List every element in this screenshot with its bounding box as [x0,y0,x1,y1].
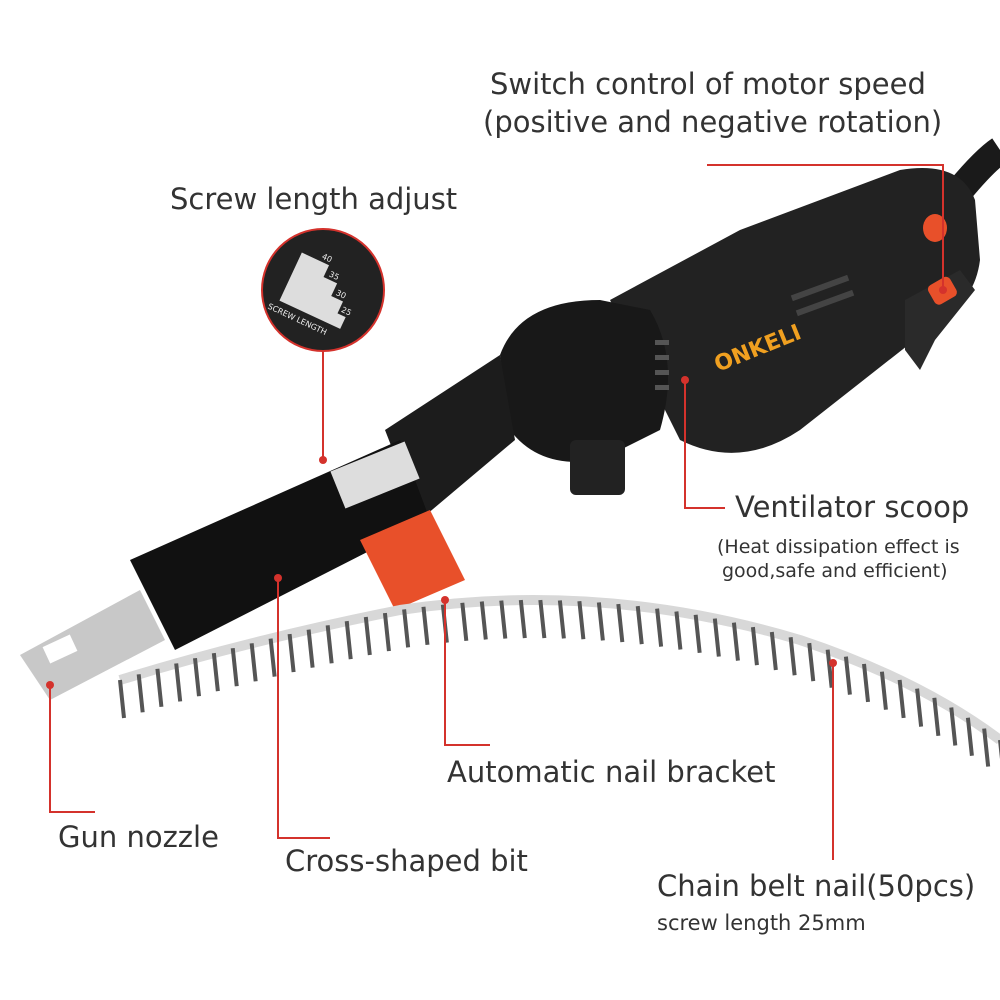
gun-nozzle [20,590,165,700]
speed-switch [923,214,947,242]
chain-belt [118,595,1000,745]
screw [862,663,870,703]
screw [769,631,778,671]
gauge-mark-30: 30 [334,288,347,300]
switch-label-line1: Switch control of motor speed [490,67,926,101]
screw [460,602,469,642]
nozzle-callout-line [49,685,95,813]
ventilator-label: Ventilator scoop [735,490,970,524]
screw [750,626,759,666]
screw [897,679,906,719]
screw [915,688,924,727]
screw [965,717,974,756]
screw [557,600,566,639]
screw-gauge-shape [279,252,346,329]
screw [825,649,834,688]
screw [155,668,164,708]
screw [287,633,296,673]
ventilator-note-line2: good,safe and efficient) [722,560,948,582]
screw [249,643,258,682]
screw [949,707,958,746]
ventilator-note-line1: (Heat dissipation effect is [717,536,960,558]
nozzle-label: Gun nozzle [58,820,219,854]
screw [712,618,721,657]
screw [655,608,664,647]
bit-callout-line [277,578,330,839]
gauge-mark-40: 40 [320,252,333,264]
clamp [570,440,625,495]
screw [538,599,547,639]
screw [344,620,353,660]
nail-bracket-body [360,510,465,610]
screw [325,625,334,664]
screw [635,605,644,645]
screw [879,671,888,710]
screw [230,647,239,687]
callout-dots [46,286,947,689]
bracket-callout-line [444,600,490,746]
warning-label [330,441,420,509]
screw [731,622,740,661]
screw [421,606,430,646]
callout-lines [49,164,944,860]
screw [674,611,683,650]
screw [693,614,702,654]
screw [402,609,411,648]
screw [807,642,816,682]
switch-callout-line [707,164,944,290]
screw [382,612,391,652]
screws [118,599,1000,767]
motor-body [610,168,980,453]
screw [118,679,126,719]
screw [788,637,797,676]
screw [193,658,201,697]
bracket-label: Automatic nail bracket [447,755,776,789]
switch-label-line2: (positive and negative rotation) [483,105,943,139]
screw-length-label: Screw length adjust [170,182,458,216]
screw [616,603,625,643]
screw [982,728,991,767]
screw [577,600,586,640]
chain-label: Chain belt nail(50pcs) [657,869,976,903]
screw [518,599,527,639]
screw [479,601,488,640]
screw [174,663,183,702]
screw [136,674,145,713]
screw [499,600,508,639]
screw [211,652,220,692]
gauge-mark-25: 25 [340,305,353,317]
screw [843,656,852,695]
gauge-mark-35: 35 [328,270,341,282]
bit-label: Cross-shaped bit [285,844,528,878]
chain-note: screw length 25mm [657,911,866,935]
screw [596,602,605,641]
gearbox [500,300,668,462]
screw [268,638,277,677]
handle-trigger [905,270,975,370]
screw [932,697,941,737]
power-cable [949,138,1000,199]
screw [306,629,315,668]
ventilator-callout-line [684,380,725,509]
ventilator-scoop [655,274,855,390]
screw [363,616,372,656]
